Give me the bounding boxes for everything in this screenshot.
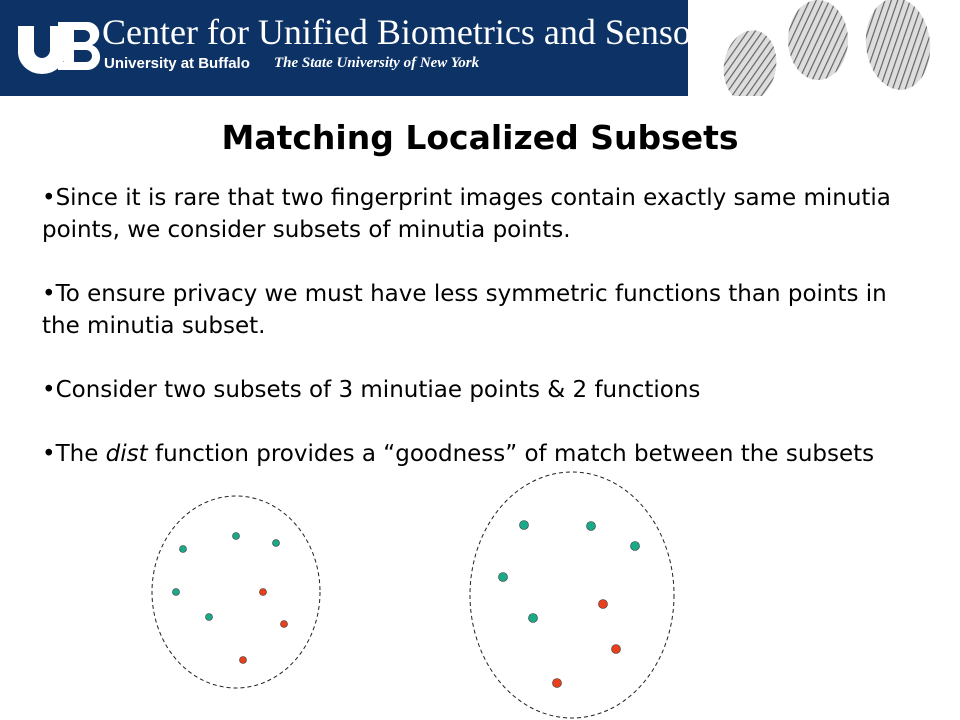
bullet-4-post: function provides a “goodness” of match …	[147, 441, 875, 467]
minutia-subsets-diagram	[151, 471, 675, 719]
minutia-point-green	[272, 539, 280, 547]
minutia-point-green	[205, 613, 213, 621]
minutia-point-red	[598, 599, 608, 609]
minutia-point-green	[528, 613, 538, 623]
subset-left-boundary	[151, 495, 321, 689]
minutia-point-green	[630, 541, 640, 551]
minutia-point-green	[172, 588, 180, 596]
subset-right	[469, 471, 675, 719]
bullet-4: •The dist function provides a “goodness”…	[42, 438, 922, 470]
bullet-1: •Since it is rare that two fingerprint i…	[42, 185, 891, 243]
subset-left	[151, 495, 321, 689]
minutia-point-green	[232, 532, 240, 540]
bullet-list: •Since it is rare that two fingerprint i…	[42, 182, 922, 502]
minutia-point-red	[259, 588, 267, 596]
fingerprints-image	[723, 0, 931, 96]
minutia-point-green	[586, 521, 596, 531]
org-name: Center for Unified Biometrics and Sensor…	[102, 12, 717, 52]
dist-term: dist	[105, 441, 148, 467]
minutia-point-red	[552, 678, 562, 688]
header-banner: Center for Unified Biometrics and Sensor…	[0, 0, 717, 96]
ub-logo-icon	[18, 22, 101, 74]
minutia-point-green	[519, 520, 529, 530]
minutia-point-red	[611, 644, 621, 654]
suny-name: The State University of New York	[274, 55, 480, 71]
bullet-4-pre: •The	[42, 441, 106, 467]
minutia-point-red	[280, 620, 288, 628]
subset-right-boundary	[469, 471, 675, 719]
slide-title: Matching Localized Subsets	[221, 118, 739, 157]
bullet-2: •To ensure privacy we must have less sym…	[42, 281, 887, 339]
minutia-point-green	[498, 572, 508, 582]
university-name: University at Buffalo	[104, 55, 250, 72]
minutia-point-red	[239, 656, 247, 664]
minutia-point-green	[179, 545, 187, 553]
bullet-3: •Consider two subsets of 3 minutiae poin…	[42, 377, 701, 403]
